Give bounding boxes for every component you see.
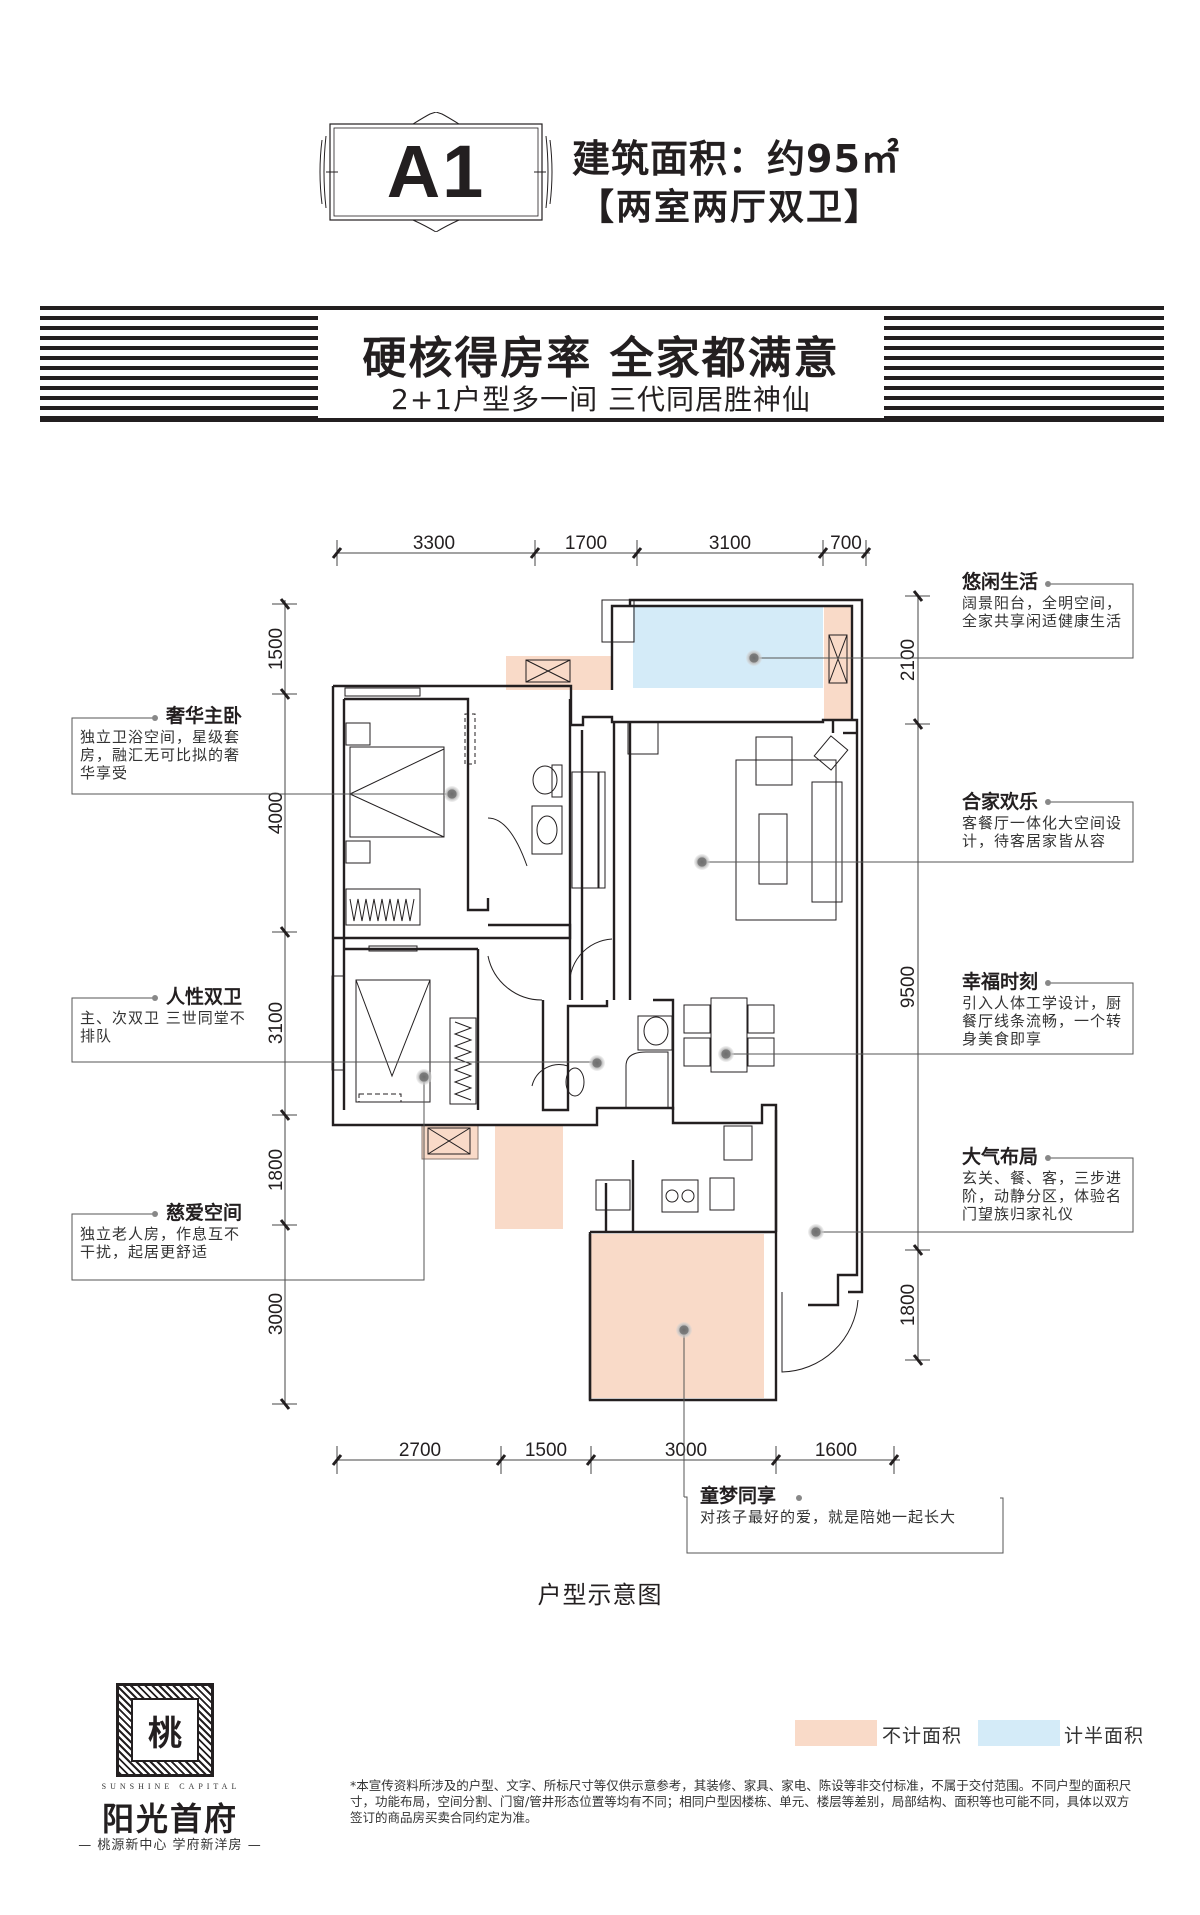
- not-counted-areas: [421, 606, 852, 1398]
- annotation-text: 对孩子最好的爱，就是陪她一起长大: [700, 1508, 957, 1526]
- annotation-text: 阔景阳台，全明空间，全家共享闲适健康生活: [962, 594, 1123, 630]
- annotation-text: 独立卫浴空间，星级套房，融汇无可比拟的奢华享受: [80, 728, 241, 782]
- legend-swatch-not-counted: [795, 1720, 877, 1746]
- dim-right-3: 1800: [898, 1284, 919, 1326]
- dim-bottom-2: 1500: [525, 1440, 567, 1461]
- logo-glyph: 桃: [148, 1714, 182, 1754]
- annotation-title: 幸福时刻: [962, 971, 1039, 993]
- dim-bottom-1: 2700: [399, 1440, 441, 1461]
- dim-top-2: 1700: [565, 533, 607, 554]
- dim-left-4: 1800: [266, 1149, 287, 1191]
- title-frame-ornament: [319, 112, 553, 232]
- disclaimer: *本宣传资料所涉及的户型、文字、所标尺寸等仅供示意参考，其装修、家具、家电、陈设…: [350, 1778, 1132, 1825]
- annotation-title: 大气布局: [962, 1146, 1039, 1168]
- banner-rule-top: [40, 306, 1164, 310]
- banner-rule-bottom: [40, 418, 1164, 422]
- annotation-text: 客餐厅一体化大空间设计，待客居家皆从容: [962, 814, 1123, 850]
- walls: [331, 598, 864, 1402]
- marker-elder-room: [416, 1069, 432, 1085]
- marker-entry: [808, 1224, 824, 1240]
- dim-bottom-4: 1600: [815, 1440, 857, 1461]
- annotation-text: 玄关、餐、客，三步进阶，动静分区，体验名门望族归家礼仪: [962, 1169, 1123, 1223]
- dim-bottom-3: 3000: [665, 1440, 707, 1461]
- legend-swatch-half-counted: [978, 1720, 1060, 1746]
- annotation-living: 合家欢乐 客餐厅一体化大空间设计，待客居家皆从容: [962, 790, 1132, 850]
- logo-inner: 桃: [131, 1698, 199, 1762]
- logo-english-name: SUNSHINE CAPITAL: [101, 1782, 241, 1791]
- room-layout: 【两室两厅双卫】: [578, 187, 883, 228]
- dim-top-1: 3300: [413, 533, 455, 554]
- annotation-title: 悠闲生活: [962, 571, 1039, 593]
- marker-bath: [589, 1055, 605, 1071]
- annotation-dual-bath: 人性双卫 主、次双卫 三世同堂不排队: [80, 985, 250, 1045]
- unit-code: A1: [386, 130, 486, 213]
- legend-label-half-counted: 计半面积: [1064, 1725, 1145, 1747]
- diagram-caption: 户型示意图: [537, 1581, 663, 1609]
- legend-label-not-counted: 不计面积: [882, 1725, 963, 1747]
- banner-stripes-left: [40, 306, 318, 422]
- annotation-text: 引入人体工学设计，厨餐厅线条流畅，一个转身美食即享: [962, 994, 1123, 1048]
- annotation-text: 独立老人房，作息互不干扰，起居更舒适: [80, 1225, 241, 1261]
- annotation-text: 主、次双卫 三世同堂不排队: [80, 1009, 246, 1045]
- marker-dining: [718, 1046, 734, 1062]
- dim-top-3: 3100: [709, 533, 751, 554]
- half-counted-area: [633, 606, 823, 688]
- marker-balcony: [746, 650, 762, 666]
- room-markers: [152, 581, 1051, 1501]
- annotation-title: 人性双卫: [166, 986, 243, 1008]
- dim-left-1: 1500: [266, 628, 287, 670]
- banner-subline: 2+1户型多一间 三代同居胜神仙: [391, 383, 811, 416]
- building-area: 建筑面积：约95㎡: [572, 128, 900, 183]
- dim-left-3: 3100: [266, 1002, 287, 1044]
- dim-right-2: 9500: [898, 966, 919, 1008]
- dim-left-5: 3000: [266, 1293, 287, 1335]
- leader-lines: [71, 583, 1134, 1554]
- dim-right-1: 2100: [898, 639, 919, 681]
- logo-slogan: — 桃源新中心 学府新洋房 —: [78, 1838, 262, 1853]
- annotation-entry: 大气布局 玄关、餐、客，三步进阶，动静分区，体验名门望族归家礼仪: [962, 1145, 1132, 1223]
- annotation-title: 慈爱空间: [166, 1202, 243, 1224]
- annotation-dining: 幸福时刻 引入人体工学设计，厨餐厅线条流畅，一个转身美食即享: [962, 970, 1132, 1048]
- annotation-title: 奢华主卧: [166, 705, 243, 727]
- area-unit: ㎡: [860, 137, 900, 181]
- annotation-title: 童梦同享: [700, 1485, 777, 1507]
- dimension-ticks: [279, 547, 924, 1466]
- dim-left-2: 4000: [266, 792, 287, 834]
- banner-headline: 硬核得房率 全家都满意: [362, 333, 840, 384]
- annotation-balcony: 悠闲生活 阔景阳台，全明空间，全家共享闲适健康生活: [962, 570, 1132, 630]
- slogan-banner: 硬核得房率 全家都满意 2+1户型多一间 三代同居胜神仙: [40, 306, 1164, 422]
- annotation-master-bedroom: 奢华主卧 独立卫浴空间，星级套房，融汇无可比拟的奢华享受: [80, 704, 250, 782]
- marker-living: [694, 854, 710, 870]
- annotation-kids-room: 童梦同享 对孩子最好的爱，就是陪她一起长大: [700, 1484, 1000, 1526]
- marker-kids-room: [676, 1322, 692, 1338]
- furniture: [331, 599, 859, 1373]
- logo-emblem: 桃: [116, 1683, 214, 1777]
- dimension-labels: 3300 1700 3100 700 2700 1500 3000 1600 1…: [266, 533, 919, 1461]
- annotation-elder-room: 慈爱空间 独立老人房，作息互不干扰，起居更舒适: [80, 1201, 250, 1261]
- banner-stripes-right: [884, 306, 1164, 422]
- marker-master-bedroom: [444, 786, 460, 802]
- logo-chinese-name: 阳光首府: [101, 1800, 238, 1838]
- annotation-title: 合家欢乐: [962, 791, 1039, 813]
- area-label: 建筑面积：约95: [572, 137, 861, 181]
- dim-top-4: 700: [830, 533, 862, 554]
